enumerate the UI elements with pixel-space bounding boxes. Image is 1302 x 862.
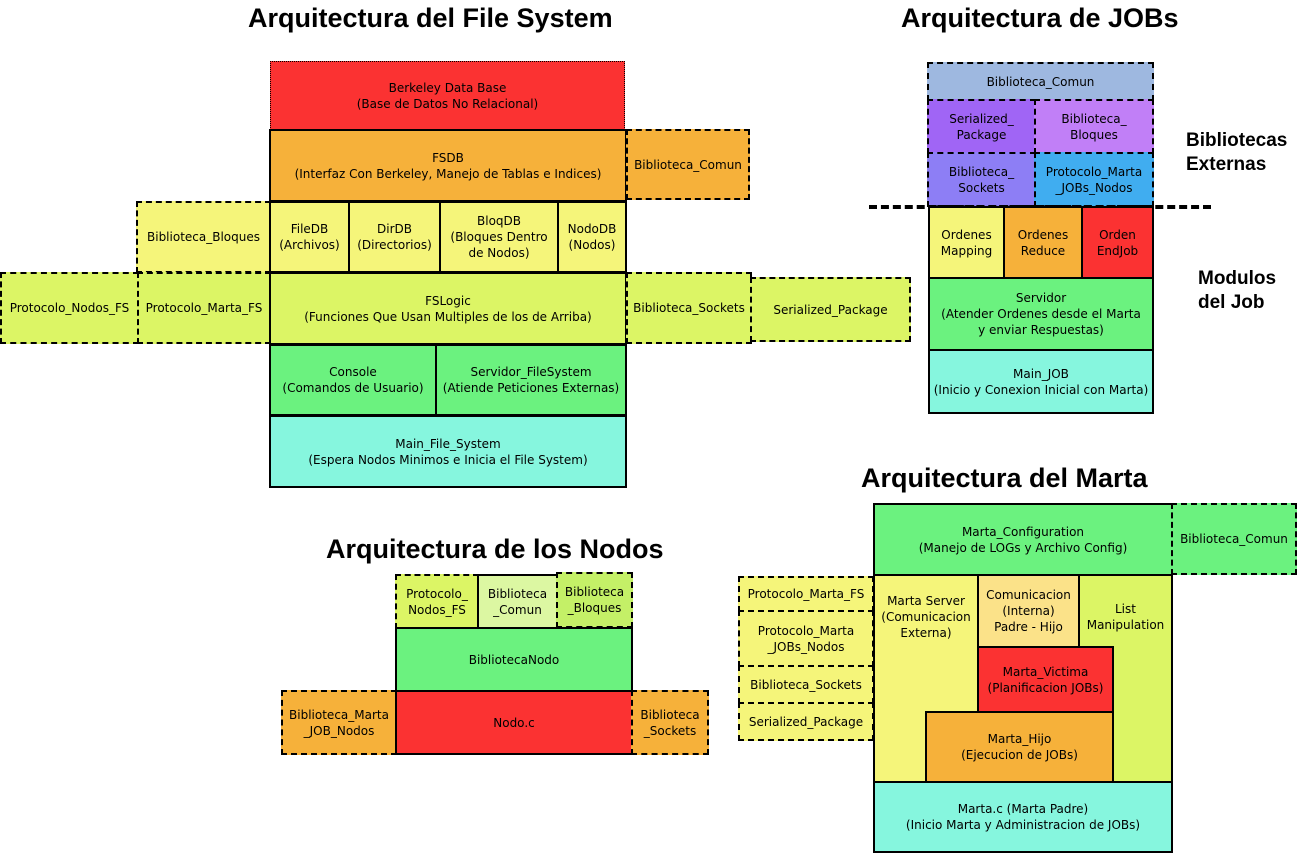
title-jobs: Arquitectura de JOBs — [901, 3, 1179, 33]
fs-biblioteca-comun: Biblioteca_Comun — [626, 129, 750, 200]
fs-servidor-filesystem: Servidor_FileSystem (Atiende Peticiones … — [435, 344, 627, 416]
label-bibliotecas-externas: Bibliotecas Externas — [1186, 130, 1288, 175]
fs-fsdb: FSDB (Interfaz Con Berkeley, Manejo de T… — [269, 129, 627, 202]
nodos-biblioteca-marta-job-nodos: Biblioteca_Marta _JOB_Nodos — [281, 690, 397, 755]
label-modulos-del-job: Modulos del Job — [1198, 268, 1277, 313]
marta-protocolo-marta-jobs-nodos: Protocolo_Marta _JOBs_Nodos — [738, 610, 874, 667]
marta-biblioteca-comun: Biblioteca_Comun — [1171, 503, 1297, 575]
title-marta: Arquitectura del Marta — [861, 463, 1148, 493]
title-nodos: Arquitectura de los Nodos — [326, 534, 664, 564]
nodos-biblioteca-bloques: Biblioteca _Bloques — [556, 572, 633, 628]
marta-hijo: Marta_Hijo (Ejecucion de JOBs) — [925, 711, 1114, 783]
jobs-ordenes-reduce: Ordenes Reduce — [1003, 206, 1083, 279]
marta-victima: Marta_Victima (Planificacion JOBs) — [977, 646, 1114, 713]
fs-console: Console (Comandos de Usuario) — [269, 344, 437, 416]
fs-fslogic: FSLogic (Funciones Que Usan Multiples de… — [269, 272, 627, 345]
fs-serialized-package: Serialized_Package — [750, 277, 911, 342]
jobs-orden-endjob: Orden EndJob — [1081, 206, 1154, 279]
fs-protocolo-nodos-fs: Protocolo_Nodos_FS — [0, 272, 139, 344]
marta-serialized-package: Serialized_Package — [738, 702, 874, 741]
fs-main-file-system: Main_File_System (Espera Nodos Minimos e… — [269, 415, 627, 488]
jobs-biblioteca-bloques: Biblioteca_ Bloques — [1034, 99, 1154, 154]
marta-comunicacion-interna: Comunicacion (Interna) Padre - Hijo — [977, 574, 1080, 648]
marta-biblioteca-sockets: Biblioteca_Sockets — [738, 665, 874, 704]
nodos-biblioteca-comun: Biblioteca _Comun — [477, 574, 558, 629]
nodos-biblioteca-sockets: Biblioteca _Sockets — [631, 690, 709, 755]
marta-configuration: Marta_Configuration (Manejo de LOGs y Ar… — [873, 503, 1173, 576]
nodos-nodo-c: Nodo.c — [395, 690, 633, 755]
title-file-system: Arquitectura del File System — [248, 3, 613, 33]
fs-bloqdb: BloqDB (Bloques Dentro de Nodos) — [439, 201, 559, 273]
fs-filedb: FileDB (Archivos) — [269, 201, 350, 273]
jobs-biblioteca-comun: Biblioteca_Comun — [927, 62, 1154, 101]
jobs-protocolo-marta-jobs-nodos: Protocolo_Marta _JOBs_Nodos — [1034, 152, 1154, 207]
nodos-protocolo-nodos-fs: Protocolo_ Nodos_FS — [395, 574, 479, 629]
fs-protocolo-marta-fs: Protocolo_Marta_FS — [137, 272, 271, 344]
jobs-biblioteca-sockets: Biblioteca_ Sockets — [927, 152, 1036, 207]
marta-c: Marta.c (Marta Padre) (Inicio Marta y Ad… — [873, 781, 1173, 853]
nodos-biblioteca-nodo: BibliotecaNodo — [395, 627, 633, 692]
jobs-ordenes-mapping: Ordenes Mapping — [928, 206, 1005, 279]
jobs-main-job: Main_JOB (Inicio y Conexion Inicial con … — [928, 349, 1154, 414]
jobs-servidor: Servidor (Atender Ordenes desde el Marta… — [928, 277, 1154, 351]
fs-dirdb: DirDB (Directorios) — [348, 201, 441, 273]
fs-biblioteca-sockets: Biblioteca_Sockets — [626, 272, 752, 344]
fs-nododb: NodoDB (Nodos) — [557, 201, 627, 273]
fs-biblioteca-bloques: Biblioteca_Bloques — [136, 201, 271, 273]
fs-berkeley-db: Berkeley Data Base (Base de Datos No Rel… — [270, 61, 625, 130]
marta-protocolo-marta-fs: Protocolo_Marta_FS — [738, 576, 874, 612]
jobs-serialized-package: Serialized_ Package — [927, 99, 1036, 154]
